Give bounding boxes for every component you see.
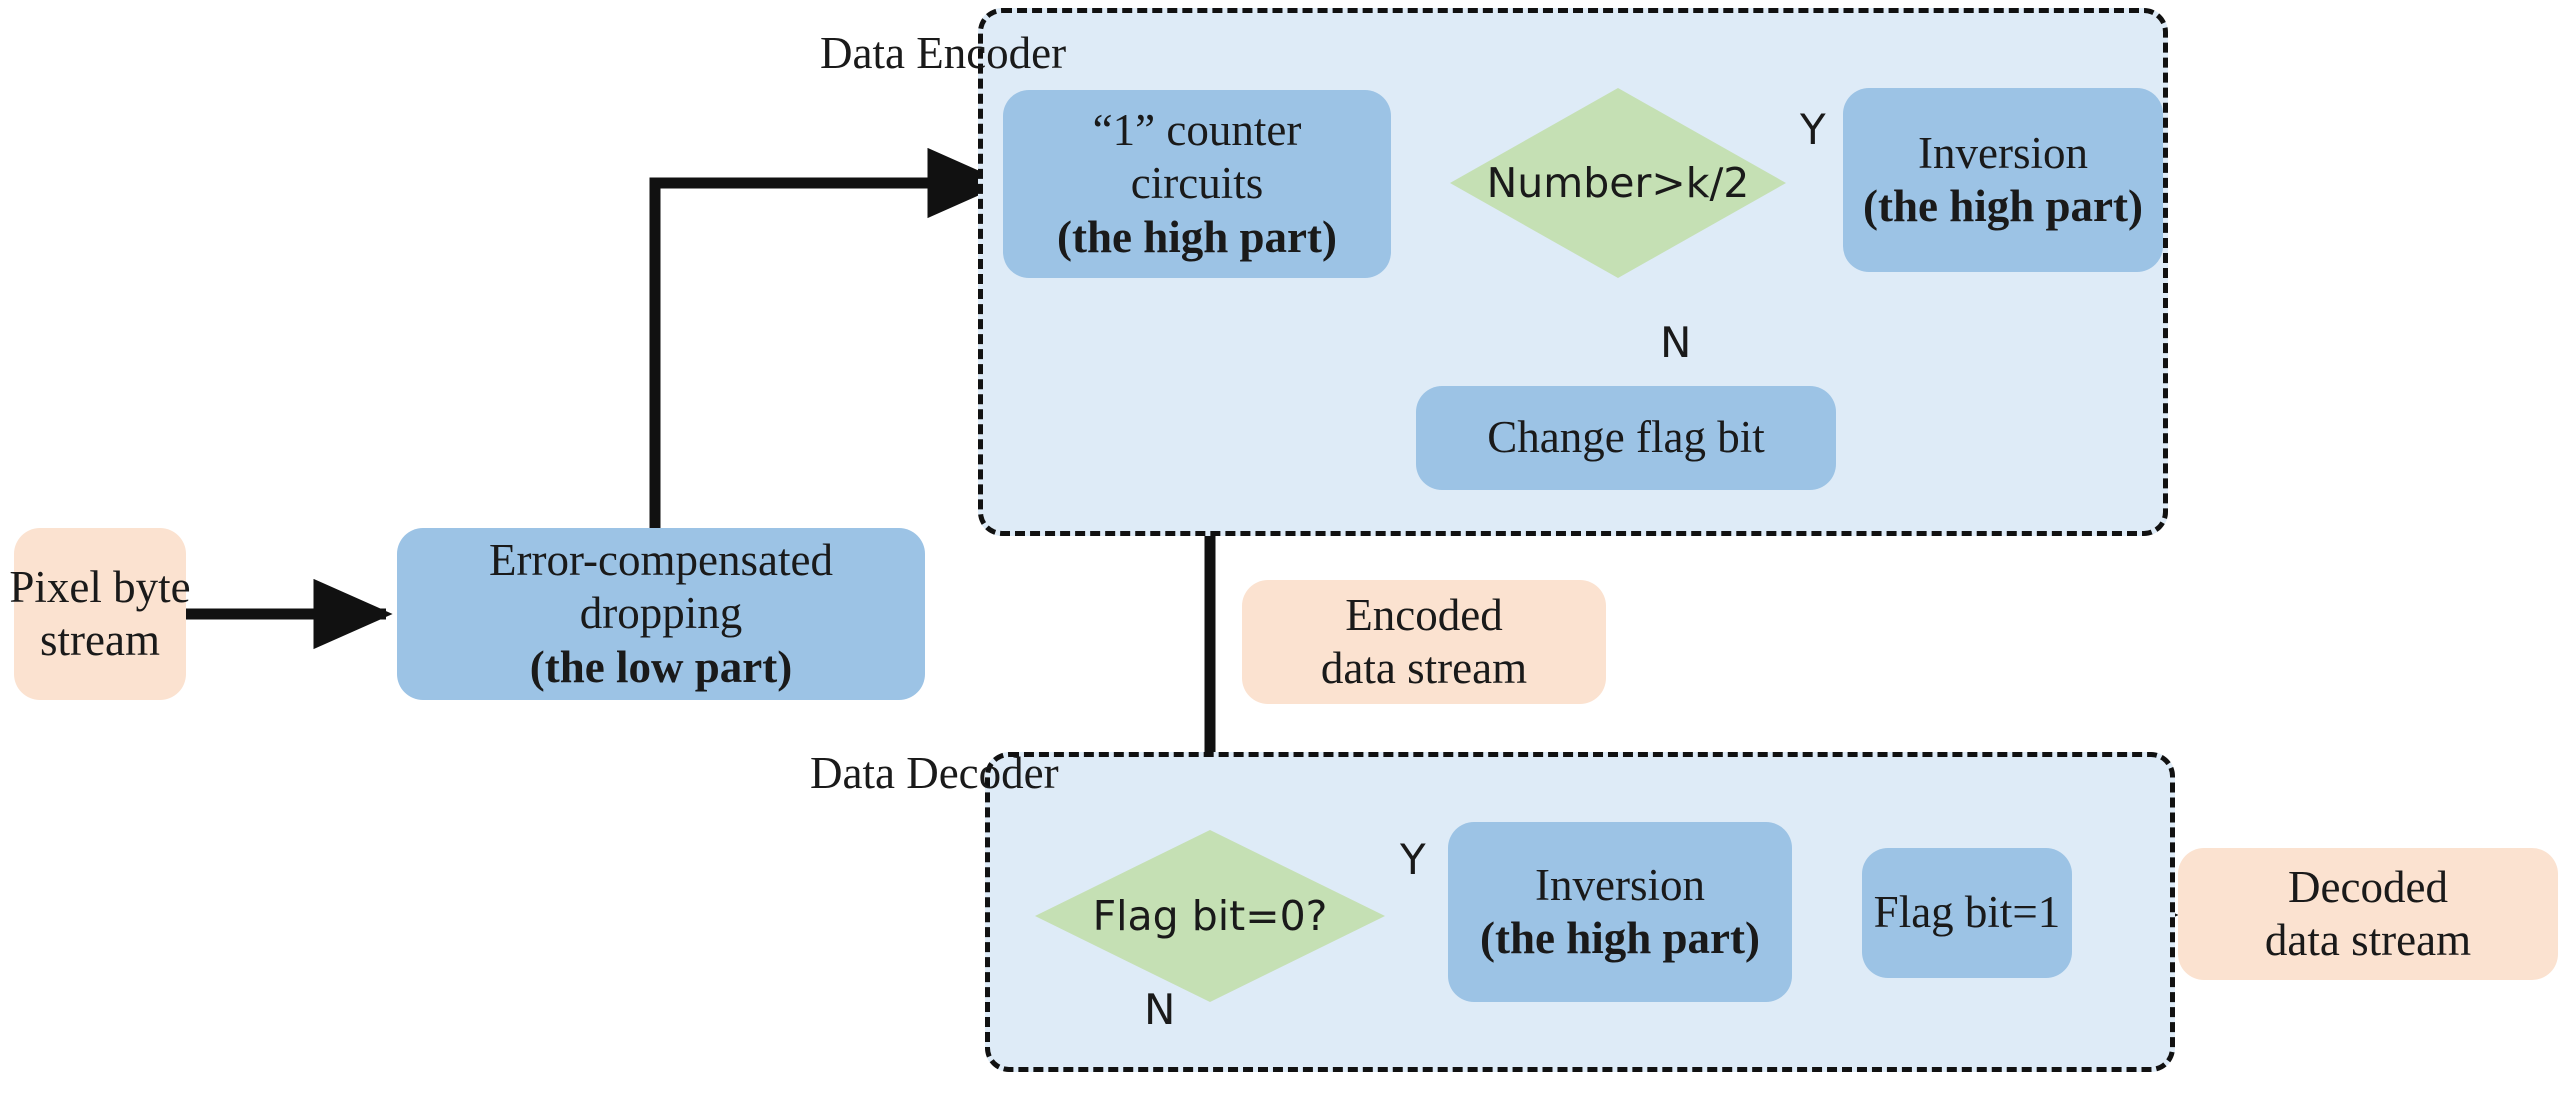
encoder-label-line2: Encoder	[916, 28, 1067, 78]
counter-line3: (the high part)	[1057, 211, 1337, 262]
group-label-data-encoder: Data Encoder	[820, 28, 1066, 80]
encoder-label-line1: Data	[820, 28, 905, 78]
inversion-encoder-line1: Inversion	[1918, 127, 2088, 178]
node-pixel-byte-stream[interactable]: Pixel byte stream	[9, 528, 191, 700]
decoded-data-stream-line2: data stream	[2264, 915, 2472, 965]
decoder-label-line2: Decoder	[906, 748, 1059, 798]
counter-line1: “1” counter	[1092, 105, 1302, 156]
encoded-data-stream-line2: data stream	[1320, 643, 1528, 693]
edge-dropping-to-encoder	[649, 147, 1007, 530]
edge-label-encoder-no: N	[1660, 318, 1692, 367]
inversion-decoder-line1: Inversion	[1535, 859, 1705, 910]
dropping-line2: dropping	[579, 588, 743, 639]
node-inversion-decoder[interactable]: Inversion (the high part)	[1448, 822, 1792, 1002]
node-encoded-data-stream[interactable]: Encoded data stream	[1242, 580, 1606, 704]
inversion-encoder-line2: (the high part)	[1863, 181, 2143, 231]
decoder-label-line1: Data	[810, 748, 895, 798]
node-one-counter-circuits[interactable]: “1” counter circuits (the high part)	[1003, 90, 1391, 278]
node-change-flag-bit[interactable]: Change flag bit	[1416, 386, 1836, 490]
pixel-byte-stream-line2: stream	[40, 615, 160, 665]
change-flag-bit-line1: Change flag bit	[1487, 412, 1765, 463]
pixel-byte-stream-line1: Pixel byte	[9, 561, 191, 612]
node-error-compensated-dropping[interactable]: Error-compensated dropping (the low part…	[397, 528, 925, 700]
group-label-data-decoder: Data Decoder	[810, 748, 1059, 800]
dropping-line1: Error-compensated	[489, 535, 833, 586]
decision-flag-bit-zero[interactable]: Flag bit=0?	[1035, 830, 1385, 1002]
edge-label-decoder-yes: Y	[1400, 835, 1426, 884]
node-inversion-encoder[interactable]: Inversion (the high part)	[1843, 88, 2163, 272]
dropping-line3: (the low part)	[529, 641, 793, 692]
decision-number-gt-k2-label: Number>k/2	[1486, 159, 1750, 207]
inversion-decoder-line2: (the high part)	[1480, 913, 1760, 963]
decision-number-gt-k2[interactable]: Number>k/2	[1450, 88, 1786, 278]
node-flag-bit-one[interactable]: Flag bit=1	[1862, 848, 2072, 978]
encoded-data-stream-line1: Encoded	[1345, 589, 1503, 640]
edge-label-encoder-yes: Y	[1800, 105, 1826, 154]
edge-label-decoder-no: N	[1144, 985, 1176, 1034]
node-decoded-data-stream[interactable]: Decoded data stream	[2178, 848, 2558, 980]
decision-flag-bit-zero-label: Flag bit=0?	[1092, 892, 1328, 940]
decoded-data-stream-line1: Decoded	[2288, 861, 2448, 912]
flag-bit-one-line1: Flag bit=1	[1873, 887, 2061, 938]
counter-line2: circuits	[1130, 158, 1264, 209]
